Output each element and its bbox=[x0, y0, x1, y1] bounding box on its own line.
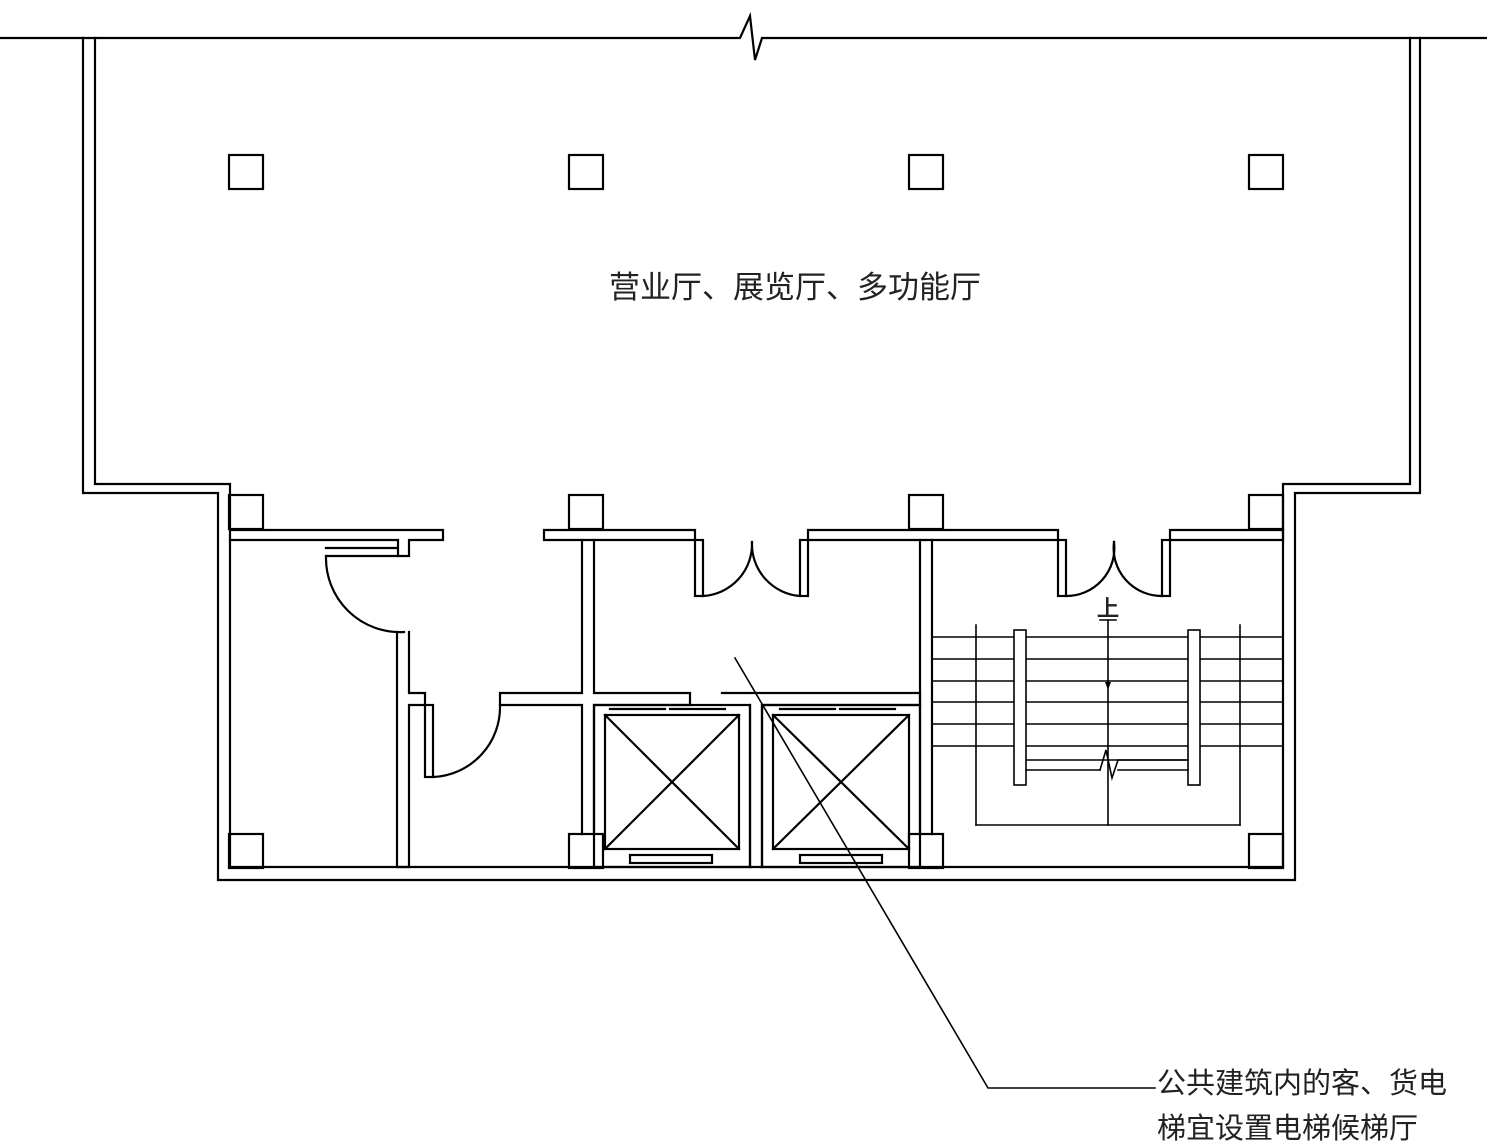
elevator-door bbox=[628, 853, 714, 865]
column bbox=[227, 832, 265, 870]
note-line-2: 梯宜设置电梯候梯厅 bbox=[1157, 1111, 1418, 1143]
hall-label: 营业厅、展览厅、多功能厅 bbox=[609, 270, 981, 306]
column bbox=[1247, 832, 1285, 870]
column bbox=[227, 153, 265, 191]
staircase bbox=[931, 619, 1284, 826]
column bbox=[1247, 493, 1285, 531]
elevator-right bbox=[760, 703, 922, 869]
door-lobby-double bbox=[693, 538, 810, 598]
door-corridor bbox=[423, 703, 502, 779]
column bbox=[907, 832, 945, 870]
door-stair-double bbox=[1056, 538, 1172, 598]
note-line-1: 公共建筑内的客、货电 bbox=[1157, 1066, 1447, 1100]
column bbox=[567, 493, 605, 531]
column bbox=[907, 153, 945, 191]
door-left-room bbox=[324, 546, 406, 634]
stair-up-label: 上 bbox=[1097, 596, 1119, 622]
column bbox=[567, 832, 605, 870]
top-break-line bbox=[0, 11, 1487, 61]
interior-wall-top bbox=[228, 528, 1285, 558]
column bbox=[907, 493, 945, 531]
column bbox=[1247, 153, 1285, 191]
column bbox=[567, 153, 605, 191]
hall-columns bbox=[227, 153, 1285, 191]
elevator-left bbox=[592, 703, 752, 869]
partition-walls bbox=[395, 538, 934, 869]
outer-wall bbox=[81, 36, 1422, 882]
column bbox=[227, 493, 265, 531]
leader-line bbox=[733, 656, 1156, 1089]
stair-arrow bbox=[1105, 682, 1111, 690]
elevator-door bbox=[798, 853, 884, 865]
doors bbox=[324, 538, 1172, 779]
